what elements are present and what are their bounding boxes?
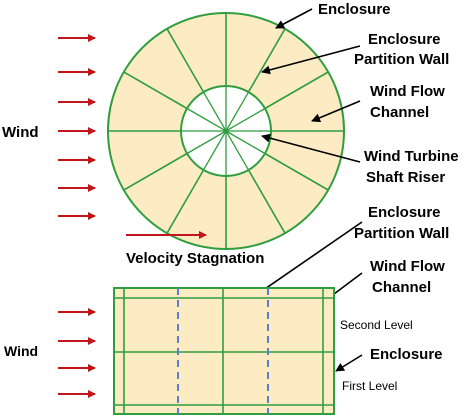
partition-wall-inner [186,130,227,155]
plan-view-enclosure [107,12,345,250]
label-second-level: Second Level [340,318,413,332]
partition-wall-outer [123,152,188,191]
section-view [113,287,335,415]
pointer-enclosure [275,8,313,29]
label-partition-bot-1: Enclosure [368,204,441,221]
partition-wall-outer [166,169,205,234]
section-enclosure [113,287,335,415]
partition-wall-inner [202,91,227,132]
partition-wall-outer [166,28,205,93]
label-wind-bottom: Wind [4,343,38,359]
pointer-turbine [261,133,361,163]
partition-wall-outer [247,169,286,234]
label-wind-top: Wind [2,124,39,141]
label-flow-bot-1: Wind Flow [370,258,445,275]
label-partition-top-2: Partition Wall [354,51,449,68]
label-turbine-2: Shaft Riser [366,169,445,186]
pointer-flow-channel [311,100,361,123]
partition-walls-outer [108,13,344,249]
partition-wall-inner [225,91,250,132]
label-enclosure-top: Enclosure [318,1,391,18]
label-velocity: Velocity Stagnation [126,250,264,267]
partition-wall-inner [225,107,266,132]
label-first-level: First Level [342,379,397,393]
label-flow-bot-2: Channel [372,279,431,296]
pointer-partition [261,45,361,75]
label-enclosure-bottom: Enclosure [370,346,443,363]
partition-wall-outer [123,71,188,110]
partition-wall-inner [202,130,227,171]
label-flow-top-1: Wind Flow [370,83,445,100]
partition-wall-outer [264,71,329,110]
label-partition-top-1: Enclosure [368,31,441,48]
partition-wall-outer [247,28,286,93]
partition-wall-inner [225,130,250,171]
partition-wall-inner [186,107,227,132]
label-turbine-1: Wind Turbine [364,148,459,165]
partition-walls-inner [181,86,271,176]
wind-arrows-top [58,34,207,239]
pointer-enclosure-bottom [335,354,363,372]
wind-arrows-bottom [58,308,96,398]
partition-wall-outer [264,152,329,191]
partition-wall-inner [225,130,266,155]
label-flow-top-2: Channel [370,104,429,121]
label-partition-bot-2: Partition Wall [354,225,449,242]
